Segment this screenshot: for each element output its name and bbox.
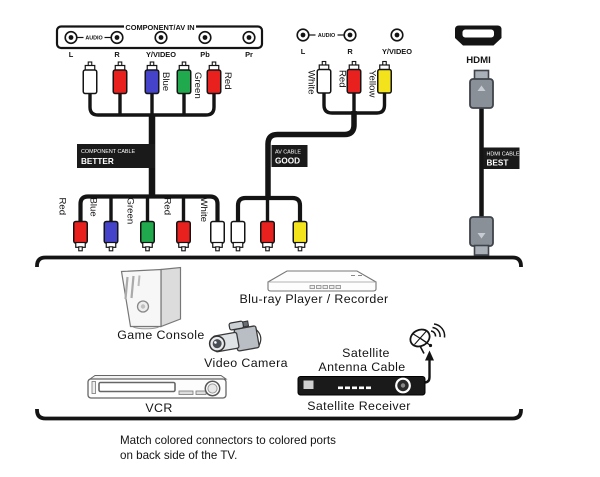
rca-connector-white — [82, 61, 98, 95]
av-cable-label-box: AV CABLE GOOD — [271, 145, 308, 167]
cable-rating: BEST — [487, 159, 509, 168]
rca-connector-white — [230, 220, 246, 252]
rca-connector-blue — [103, 220, 119, 252]
jack-label-l: L — [69, 50, 74, 59]
av-jack-label-r: R — [347, 47, 353, 56]
panel-title: COMPONENT/AV IN — [125, 23, 194, 32]
connector-label-yellow: Yellow — [367, 70, 378, 97]
hdmi-connector-bottom — [469, 216, 494, 256]
connector-label-blue: Blue — [160, 72, 171, 91]
connector-label-green: Green — [125, 198, 136, 225]
jack-label-yvideo: Y/VIDEO — [146, 50, 176, 59]
av-jack-y-video — [390, 28, 404, 42]
audio-label: AUDIO — [318, 33, 335, 39]
hdmi-connector-top — [469, 69, 494, 109]
label-box — [483, 147, 520, 169]
rca-connector-yellow — [292, 220, 308, 252]
connector-label-green: Green — [192, 72, 203, 99]
panel-title-bg — [124, 21, 196, 31]
bluray-player-label: Blu-ray Player / Recorder — [239, 292, 388, 306]
connector-label-blue: Blue — [88, 198, 99, 217]
satellite-dish-icon — [409, 323, 446, 354]
jack-l — [64, 30, 78, 45]
bracket-bottom — [35, 409, 523, 421]
satellite-antenna-label-line2: Antenna Cable — [318, 360, 405, 374]
av-trunk-cable — [265, 111, 357, 199]
jack-pb — [198, 30, 212, 45]
hdmi-port-label: HDMI — [466, 55, 491, 66]
label-box — [77, 144, 155, 168]
av-jack-label-l: L — [301, 47, 306, 56]
hdmi-cable-label-box: HDMI CABLE BEST — [483, 147, 520, 169]
signal-wave — [432, 326, 441, 338]
satellite-antenna-cable-arrow — [424, 350, 434, 384]
av-cable-bottom — [230, 195, 308, 252]
rca-connector-red — [346, 60, 362, 94]
hdmi-arrow-mark — [477, 233, 486, 239]
connector-label-red: Red — [57, 198, 68, 216]
hdmi-port: HDMI — [455, 25, 502, 66]
jack-y-video — [154, 30, 168, 45]
connector-label-red: Red — [162, 198, 173, 216]
connector-label-red: Red — [222, 72, 233, 90]
connector-label-white: White — [306, 70, 317, 95]
game-console-label: Game Console — [117, 328, 204, 342]
signal-wave — [433, 323, 446, 338]
component-av-in-panel: COMPONENT/AV IN AUDIO L R Y/VIDEO Pb Pr — [55, 21, 264, 59]
audio-label: AUDIO — [85, 36, 102, 42]
av-in-jacks: AUDIO L R Y/VIDEO — [296, 28, 412, 56]
rca-connector-red — [260, 220, 275, 252]
rca-connector-red — [176, 220, 191, 252]
jack-label-r: R — [114, 50, 120, 59]
bracket-top — [35, 255, 523, 267]
satellite-receiver-icon — [297, 376, 426, 396]
rca-connector-white — [210, 220, 225, 252]
vcr-label: VCR — [145, 401, 172, 415]
connector-label-red: Red — [337, 70, 348, 88]
av-jack-label-yvideo: Y/VIDEO — [382, 47, 412, 56]
note-line-1: Match colored connectors to colored port… — [120, 434, 336, 447]
satellite-receiver-label: Satellite Receiver — [307, 399, 411, 413]
rca-connector-red — [206, 61, 222, 95]
video-camera-label: Video Camera — [204, 356, 288, 370]
vcr-icon — [87, 375, 228, 399]
rca-connector-green — [140, 220, 155, 252]
jack-label-pb: Pb — [200, 50, 210, 59]
component-cable-label-box: COMPONENT CABLE BETTER — [77, 144, 155, 168]
rca-connector-green — [176, 61, 192, 95]
rca-connector-blue — [144, 61, 160, 95]
rca-connector-yellow — [377, 60, 392, 94]
component-cable-top: Blue Green Red — [82, 61, 233, 197]
av-cable-top: White Red Yellow — [265, 60, 392, 199]
rca-connector-red — [112, 61, 128, 95]
note-line-2: on back side of the TV. — [120, 449, 237, 462]
component-cable-bottom: Red Blue Green Red White — [57, 194, 225, 252]
hdmi-cable: HDMI CABLE BEST — [469, 69, 520, 256]
cable-rating: BETTER — [81, 157, 114, 166]
video-camera-icon — [208, 320, 262, 353]
jack-label-pr: Pr — [245, 50, 253, 59]
cable-rating: GOOD — [275, 157, 300, 166]
jack-pr — [242, 30, 256, 45]
av-jack-l — [296, 28, 310, 42]
bluray-player-icon — [267, 270, 377, 292]
connector-label-white: White — [198, 198, 209, 223]
label-box — [271, 145, 308, 167]
cable-name: COMPONENT CABLE — [81, 149, 136, 155]
hdmi-port-slot — [462, 29, 494, 38]
rca-connector-red — [73, 220, 88, 252]
satellite-antenna-label-line1: Satellite — [342, 346, 390, 360]
jack-r — [110, 30, 124, 45]
signal-wave — [430, 330, 437, 337]
cable-name: AV CABLE — [275, 150, 301, 156]
av-jack-r — [343, 28, 357, 42]
game-console-icon — [120, 266, 182, 330]
rca-connector-white — [316, 60, 332, 94]
cable-name: HDMI CABLE — [487, 152, 520, 158]
hdmi-arrow-mark — [477, 85, 486, 91]
